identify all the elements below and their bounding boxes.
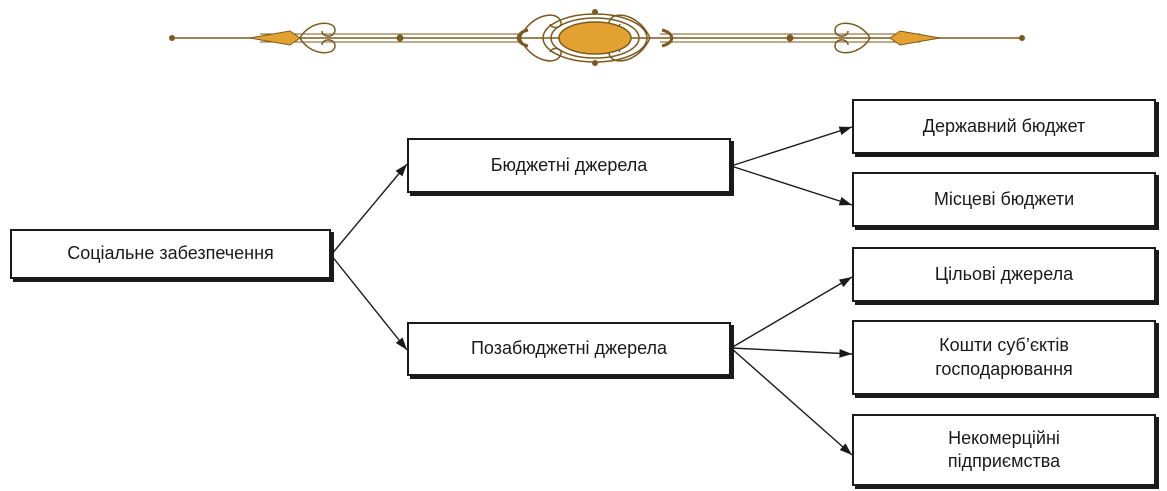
node-nonprofit-enterprises: Некомерційні підприємства: [852, 414, 1156, 486]
arrow-budget-to-state: [730, 126, 853, 167]
node-label: Соціальне забезпечення: [67, 243, 274, 264]
arrow-root-to-budget: [330, 163, 408, 256]
node-label: Бюджетні джерела: [490, 154, 648, 175]
arrow-budget-to-local: [730, 165, 853, 206]
arrow-offbudget-to-entities: [730, 347, 853, 358]
arrow-offbudget-to-nonprofit: [730, 347, 853, 456]
node-label: Цільові джерела: [934, 263, 1074, 284]
node-business-entities-funds: Кошти суб’єктів господарювання: [852, 320, 1156, 395]
arrow-root-to-offbudget: [330, 254, 408, 351]
node-label-line2: господарювання: [935, 358, 1073, 379]
node-off-budget-sources: Позабюджетні джерела: [407, 322, 731, 376]
node-label: Державний бюджет: [922, 115, 1086, 136]
node-target-sources: Цільові джерела: [852, 247, 1156, 302]
node-budget-sources: Бюджетні джерела: [407, 138, 731, 193]
node-label: Позабюджетні джерела: [470, 338, 668, 359]
node-label: Місцеві бюджети: [933, 188, 1075, 209]
node-label-line1: Некомерційні: [948, 427, 1060, 448]
decorative-ornament: [169, 9, 1025, 66]
node-local-budgets: Місцеві бюджети: [852, 172, 1156, 227]
node-state-budget: Державний бюджет: [852, 99, 1156, 154]
node-social-security: Соціальне забезпечення: [10, 229, 331, 279]
node-label-line2: підприємства: [947, 451, 1061, 471]
arrow-offbudget-to-target: [730, 276, 853, 349]
node-label-line1: Кошти суб’єктів: [939, 335, 1069, 356]
